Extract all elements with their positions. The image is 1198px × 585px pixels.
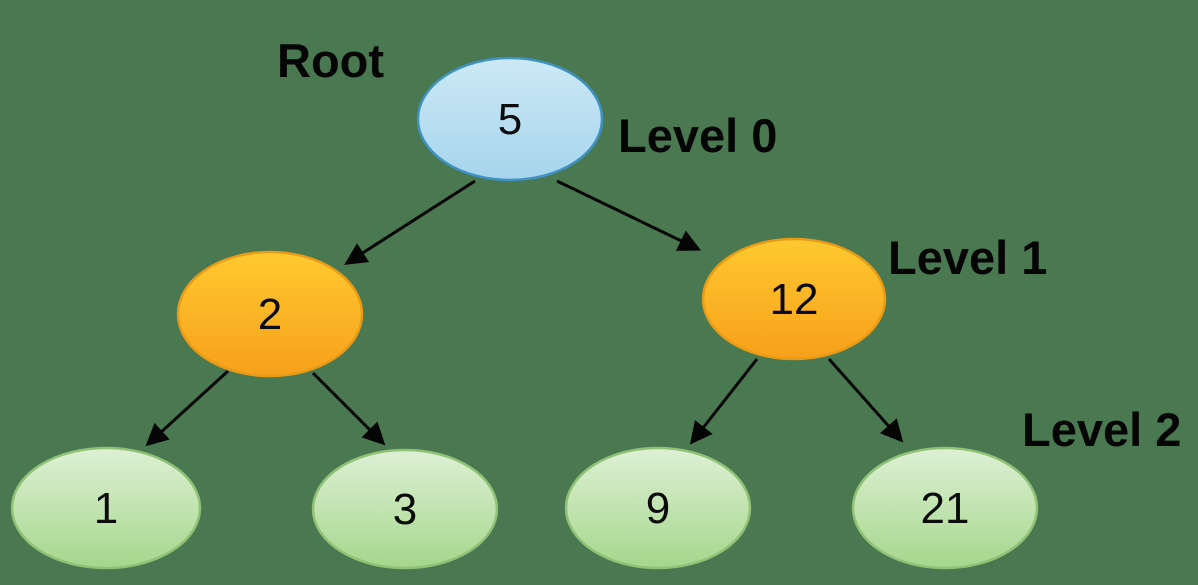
node-ellipse-left-left [10,446,202,570]
node-value-root: 5 [498,95,522,144]
node-value-left: 2 [258,290,282,339]
node-ellipse-left-right [311,448,499,570]
level-2-label: Level 2 [1022,403,1181,456]
node-ellipse-right [701,237,887,361]
tree-node-left-left: 1 [10,446,202,570]
node-ellipse-right-right [851,446,1039,570]
tree-edges [145,179,904,447]
tree-node-right-right: 21 [851,446,1039,570]
tree-node-right-left: 9 [564,446,752,570]
node-ellipse-root [416,56,604,182]
tree-node-left: 2 [176,250,364,378]
node-ellipse-left [176,250,364,378]
node-value-right-left: 9 [646,484,670,533]
level-1-label: Level 1 [888,231,1047,284]
tree-node-left-right: 3 [311,448,499,570]
node-value-left-left: 1 [94,484,118,533]
node-value-right: 12 [770,275,819,324]
edge-arrow-12-to-21 [827,358,904,443]
level-0-label: Level 0 [618,109,777,162]
tree-node-root: 5 [416,56,604,182]
edge-arrow-2-to-1 [145,369,230,447]
edge-arrow-root-to-2 [344,179,476,265]
edge-arrow-12-to-9 [689,358,759,445]
root-annotation-label: Root [277,34,384,87]
edge-arrow-2-to-3 [311,371,386,446]
node-ellipse-right-left [564,446,752,570]
tree-node-right: 12 [701,237,887,361]
node-value-right-right: 21 [921,484,970,533]
node-value-left-right: 3 [393,485,417,534]
edge-arrow-root-to-12 [556,179,702,251]
